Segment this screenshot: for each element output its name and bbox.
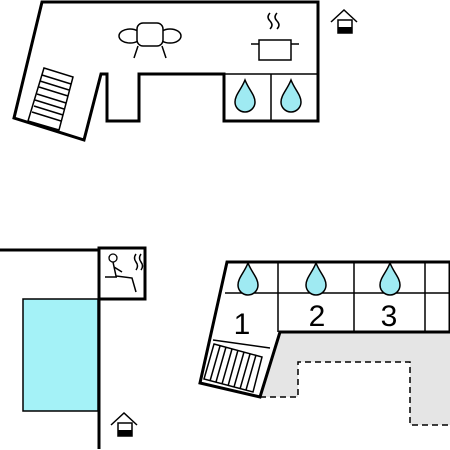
bedrooms-walls [198, 260, 450, 399]
sofa-icon [118, 22, 182, 59]
pool [22, 298, 99, 412]
upper-floor [12, 0, 320, 142]
terrace-outline [260, 361, 450, 426]
lower-floor: 1 2 3 [198, 260, 450, 426]
staircase-icon [27, 67, 74, 131]
room-number-2: 2 [309, 300, 326, 333]
water-drop-icon [379, 260, 401, 296]
pool-area [0, 246, 147, 449]
room-number-1: 1 [234, 308, 251, 341]
room-number-3: 3 [381, 300, 398, 333]
water-drop-icon [234, 77, 256, 113]
terrace [260, 332, 450, 425]
cooking-pot-icon [251, 12, 299, 61]
sauna-person-icon [105, 253, 144, 293]
water-drop-icon [305, 260, 327, 296]
staircase-icon [203, 343, 263, 393]
house-entrance-icon [330, 8, 358, 34]
water-drop-icon [280, 77, 302, 113]
room-divider [212, 339, 271, 349]
water-drop-icon [237, 260, 259, 296]
house-entrance-icon [110, 411, 138, 437]
upper-floor-walls [12, 0, 320, 142]
sauna-room [97, 246, 147, 301]
